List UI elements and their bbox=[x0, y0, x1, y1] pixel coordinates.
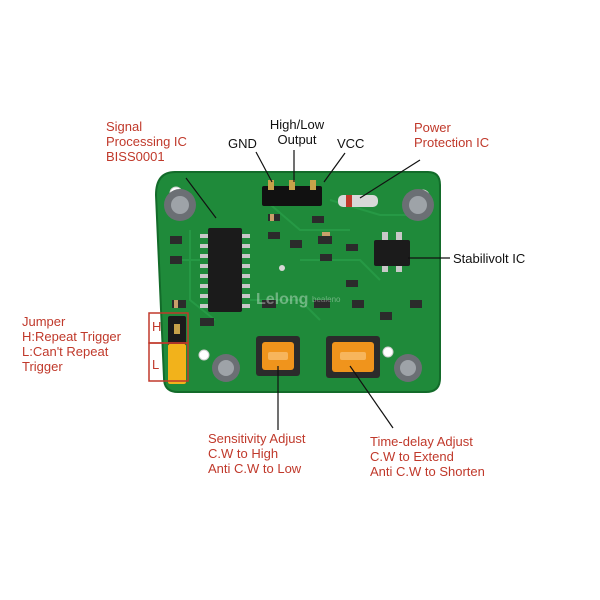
leader-lines bbox=[185, 150, 450, 430]
standoff bbox=[164, 189, 434, 382]
time-delay-label: Time-delay Adjust C.W to Extend Anti C.W… bbox=[370, 434, 485, 479]
jumper-label: Jumper H:Repeat Trigger L:Can't Repeat T… bbox=[22, 314, 121, 374]
vcc-label: VCC bbox=[337, 136, 365, 151]
jumper-header bbox=[168, 316, 186, 384]
biss0001-chip bbox=[200, 228, 250, 312]
power-protection-label: Power Protection IC bbox=[414, 120, 490, 150]
gnd-label: GND bbox=[228, 136, 257, 151]
sensitivity-pot bbox=[256, 336, 300, 376]
watermark-sub: bealeno bbox=[312, 295, 341, 304]
jumper-l-label: L bbox=[152, 357, 160, 372]
protection-diode bbox=[338, 195, 378, 207]
header-pins bbox=[262, 180, 322, 206]
stabilivolt-label: Stabilivolt IC bbox=[453, 251, 526, 266]
time-delay-pot bbox=[326, 336, 380, 378]
sensitivity-label: Sensitivity Adjust C.W to High Anti C.W … bbox=[208, 431, 306, 476]
watermark-logo: Lelong bbox=[256, 291, 308, 308]
signal-ic-label: Signal Processing IC BISS0001 bbox=[106, 119, 187, 164]
pcb-board: Lelong bealeno bbox=[154, 171, 441, 393]
high-low-output-label: High/Low Output bbox=[269, 117, 325, 147]
jumper-h-label: H bbox=[152, 319, 162, 334]
jumper-label-boxes bbox=[148, 312, 189, 382]
regulator-chip bbox=[374, 232, 410, 272]
